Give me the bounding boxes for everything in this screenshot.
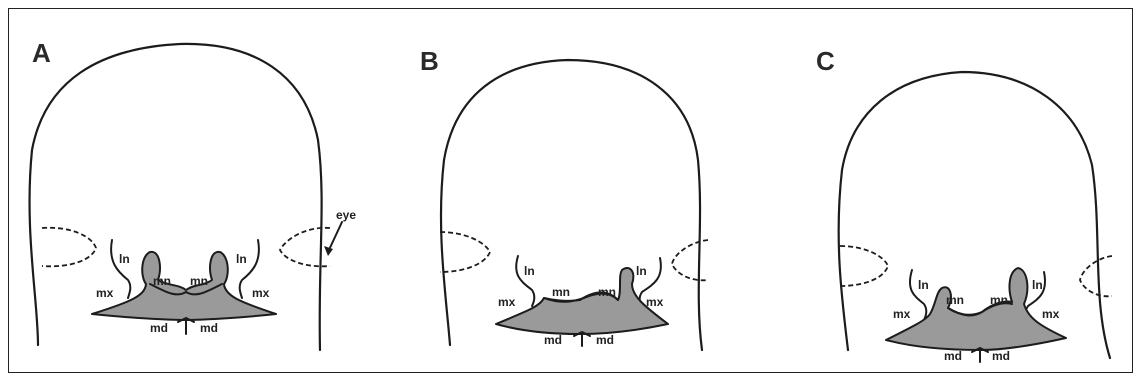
label-mx-right: mx xyxy=(1042,307,1060,321)
label-eye: eye xyxy=(336,208,356,222)
label-mx-right: mx xyxy=(646,295,664,309)
left-eye xyxy=(42,228,96,267)
right-eye xyxy=(280,228,330,267)
right-eye xyxy=(672,240,708,280)
label-ln-left: ln xyxy=(119,252,130,266)
mandible-midline xyxy=(574,332,590,346)
label-md-left: md xyxy=(150,321,168,335)
label-ln-right: ln xyxy=(636,264,647,278)
label-md-left: md xyxy=(544,333,562,347)
label-mn-right: mn xyxy=(598,285,616,299)
label-mn-right: mn xyxy=(990,293,1008,307)
label-md-right: md xyxy=(992,349,1010,363)
label-ln-right: ln xyxy=(1032,278,1043,292)
panel-letter-a: A xyxy=(32,38,51,68)
label-mn-left: mn xyxy=(946,293,964,307)
eye-pointer-arrowhead xyxy=(324,246,333,256)
label-md-right: md xyxy=(200,321,218,335)
mandible-midline xyxy=(178,318,194,334)
lateral-nasal-left xyxy=(111,240,130,298)
panel-b: B ln ln mn mn mx mx md md xyxy=(420,46,708,350)
panel-letter-b: B xyxy=(420,46,439,76)
left-eye xyxy=(840,246,888,286)
label-md-right: md xyxy=(596,333,614,347)
label-ln-left: ln xyxy=(524,264,535,278)
label-ln-right: ln xyxy=(236,252,247,266)
label-mx-left: mx xyxy=(498,295,516,309)
panel-c: C ln ln mn mn mx mx md md xyxy=(816,46,1112,363)
label-mx-left: mx xyxy=(96,286,114,300)
label-mx-right: mx xyxy=(252,286,270,300)
mandible-midline xyxy=(972,348,988,362)
left-eye xyxy=(440,232,490,272)
panel-a: A eye ln ln mn mn mx mx md md xyxy=(30,38,357,350)
right-eye xyxy=(1080,256,1112,296)
label-mn-left: mn xyxy=(153,274,171,288)
panel-letter-c: C xyxy=(816,46,835,76)
label-ln-left: ln xyxy=(918,278,929,292)
eye-pointer-arrow xyxy=(328,222,342,252)
label-md-left: md xyxy=(944,349,962,363)
label-mn-left: mn xyxy=(552,285,570,299)
label-mn-right: mn xyxy=(190,274,208,288)
label-mx-left: mx xyxy=(893,307,911,321)
